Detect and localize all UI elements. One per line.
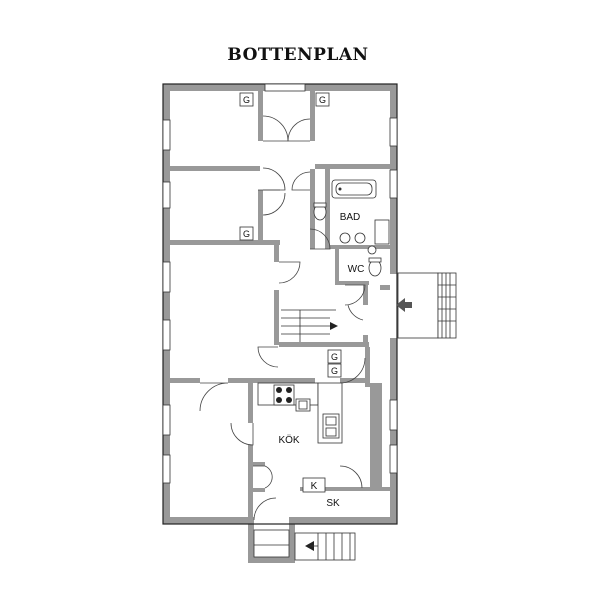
interior-stairs — [281, 309, 338, 342]
kitchen-fixtures — [257, 382, 343, 444]
outer-wall-outline — [162, 83, 398, 525]
fridge-label: K — [311, 481, 318, 492]
room-label-wc: WC — [348, 264, 365, 275]
storage-label: G — [331, 366, 338, 376]
interior-walls — [170, 91, 390, 517]
storage-label: G — [243, 229, 250, 239]
bathroom-fixtures — [313, 179, 390, 245]
stairs-down-arrow-icon — [305, 541, 314, 551]
entrance-arrow-icon — [396, 298, 412, 312]
room-label-bad: BAD — [340, 212, 361, 223]
wc-fixtures — [367, 245, 382, 277]
storage-label: G — [319, 95, 326, 105]
plan-title: BOTTENPLAN — [227, 45, 368, 65]
windows — [162, 83, 398, 484]
storage-markers: G G G G G — [239, 92, 342, 378]
side-entrance-steps — [396, 272, 457, 339]
bottom-entrance-steps — [253, 529, 356, 561]
stairs-arrow-icon — [330, 322, 338, 330]
storage-label: G — [331, 352, 338, 362]
room-label-kok: KÖK — [278, 434, 299, 446]
fridge-box: K — [302, 477, 326, 493]
storage-label: G — [243, 95, 250, 105]
room-label-sk: SK — [326, 498, 340, 509]
outer-walls — [163, 84, 397, 563]
